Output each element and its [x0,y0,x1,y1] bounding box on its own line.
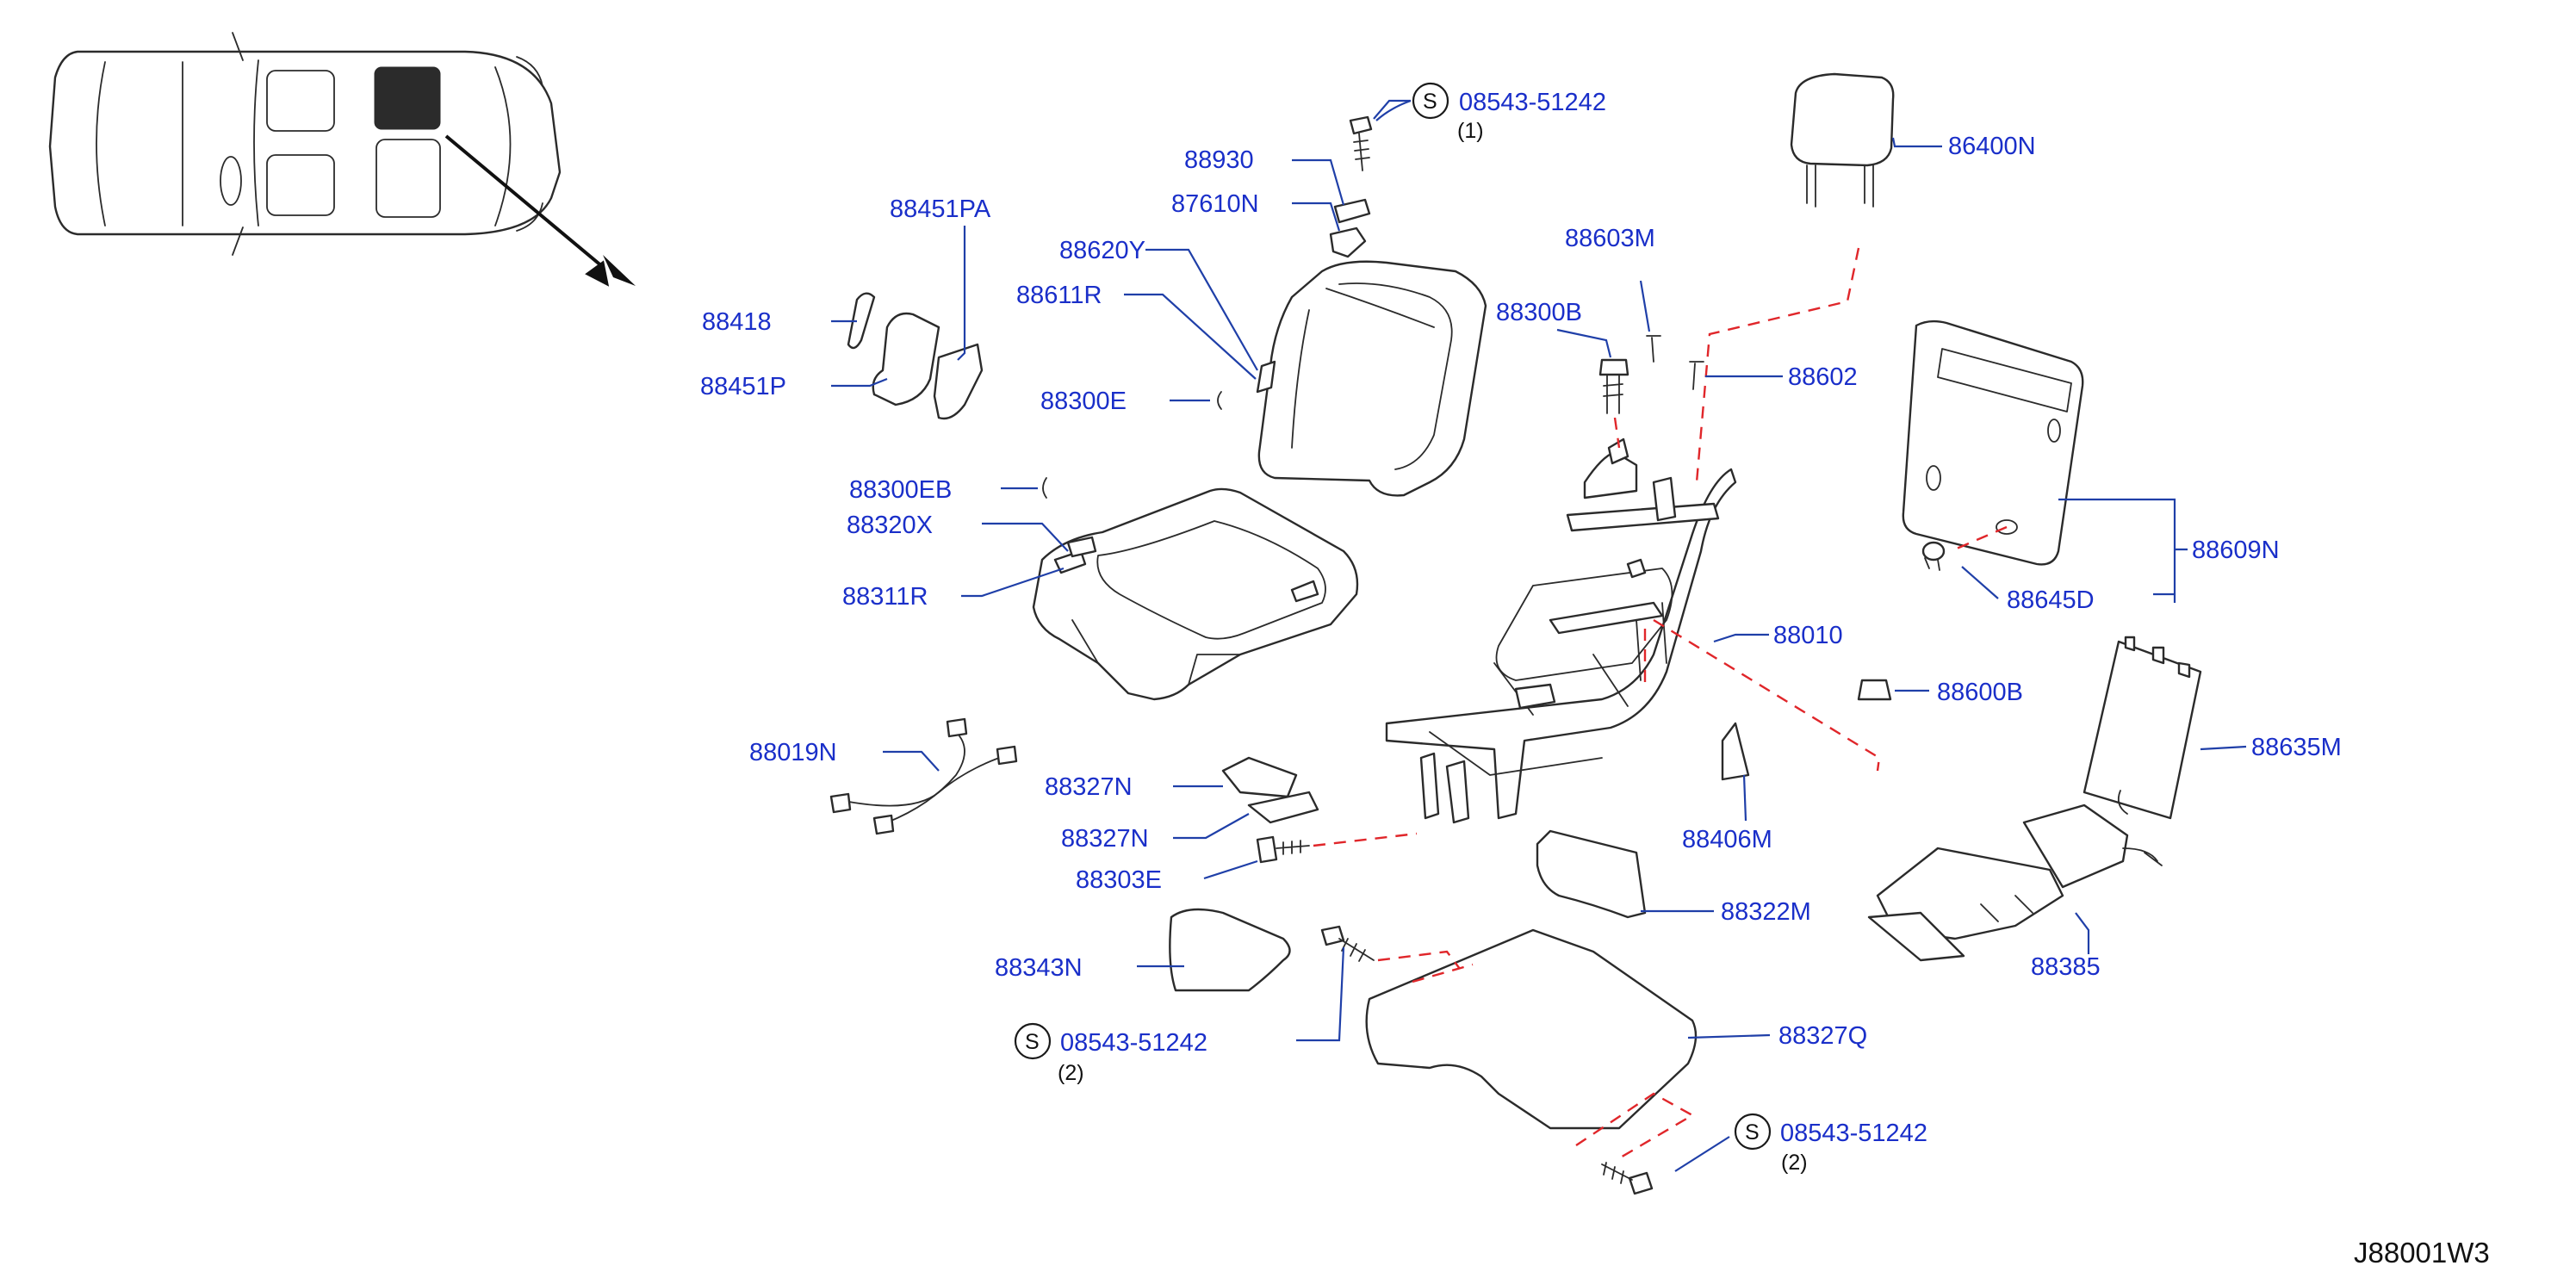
label-88635M: 88635M [2251,734,2342,761]
seat-frame [1385,437,1737,824]
label-88611R: 88611R [1016,282,1102,309]
pin-88602-icon [1689,361,1704,390]
leader-lines [831,99,2247,1172]
clip-88645D-icon [1921,541,1946,571]
vehicle-locator-icon [48,32,636,287]
label-88602: 88602 [1788,363,1858,391]
nut-88600B-icon [1857,679,1892,701]
label-88418: 88418 [702,308,772,336]
qty-screw-left: (2) [1058,1061,1084,1085]
screw-symbol-right: S [1745,1120,1760,1145]
screw-callout-left: S 08543-51242 (2) [1014,1022,1207,1085]
seat-back-cushion [1256,260,1487,497]
installation-dashed-lines [1313,247,2008,1160]
label-88010: 88010 [1773,622,1843,649]
cover-88322M [1536,829,1647,919]
cover-88406M [1721,722,1750,781]
label-88451PA: 88451PA [890,195,991,223]
label-88609N: 88609N [2192,537,2280,564]
label-88343N: 88343N [995,954,1083,982]
label-88600B: 88600B [1937,679,2023,706]
bolt-88303E-icon [1256,835,1310,864]
qty-screw-right: (2) [1781,1151,1808,1175]
screw-right-icon [1601,1162,1654,1195]
qty-screw-top: (1) [1457,119,1484,143]
label-88327N-b: 88327N [1061,825,1149,853]
side-cap-88418 [847,292,876,350]
clip-88930 [1333,198,1371,224]
seat-cushion [1032,487,1359,701]
label-88327Q: 88327Q [1778,1022,1867,1050]
rear-cover-panel [2083,636,2202,820]
diagram-code: J88001W3 [2354,1237,2490,1269]
screw-callout-right: S 08543-51242 (2) [1734,1113,1927,1175]
label-88322M: 88322M [1721,898,1811,926]
seat-back-board [1902,320,2084,566]
screw-left-icon [1320,925,1375,962]
label-screw-left: 08543-51242 [1060,1029,1207,1057]
bracket-88327N-a [1221,756,1298,798]
screw-callout-top: S 08543-51242 (1) [1412,82,1606,143]
label-88603M: 88603M [1565,225,1655,252]
side-finisher-88451P [872,312,940,406]
side-finisher-88451PA [933,343,984,420]
label-87610N: 87610N [1171,190,1259,218]
bracket-88327N-b [1247,791,1319,824]
label-88320X: 88320X [847,512,933,539]
label-86400N: 86400N [1948,133,2036,160]
label-88311R: 88311R [842,583,928,611]
label-88406M: 88406M [1682,826,1772,853]
part-labels: 86400N 88930 87610N 88451PA 88620Y 88611… [700,133,2342,1050]
label-88303E: 88303E [1076,866,1162,894]
screw-top-icon [1349,115,1373,171]
label-88620Y: 88620Y [1059,237,1145,264]
label-88385: 88385 [2031,953,2101,981]
bolt-88300B-icon [1598,358,1629,414]
knob-87610N [1329,226,1367,258]
label-88300B: 88300B [1496,299,1582,326]
label-88300E: 88300E [1040,388,1127,415]
clip-88300EB-icon [1042,477,1047,499]
cover-88327Q [1365,928,1698,1130]
label-88645D: 88645D [2007,586,2095,614]
headrest [1790,72,1895,208]
label-screw-top: 08543-51242 [1459,89,1606,116]
wire-harness-88019N [829,717,1018,835]
label-88930: 88930 [1184,146,1254,174]
label-88300EB: 88300EB [849,476,952,504]
clip-88300E-icon [1217,391,1222,410]
pin-88603M-icon [1646,335,1661,363]
screw-symbol-left: S [1025,1030,1040,1054]
highlighted-seat-marker [374,66,441,130]
screw-symbol-top: S [1423,90,1437,114]
heater-pad [1867,803,2163,962]
cover-88343N [1169,908,1291,992]
label-screw-right: 08543-51242 [1780,1120,1927,1147]
label-88327N-a: 88327N [1045,773,1133,801]
label-88451P: 88451P [700,373,786,400]
label-88019N: 88019N [749,739,837,766]
